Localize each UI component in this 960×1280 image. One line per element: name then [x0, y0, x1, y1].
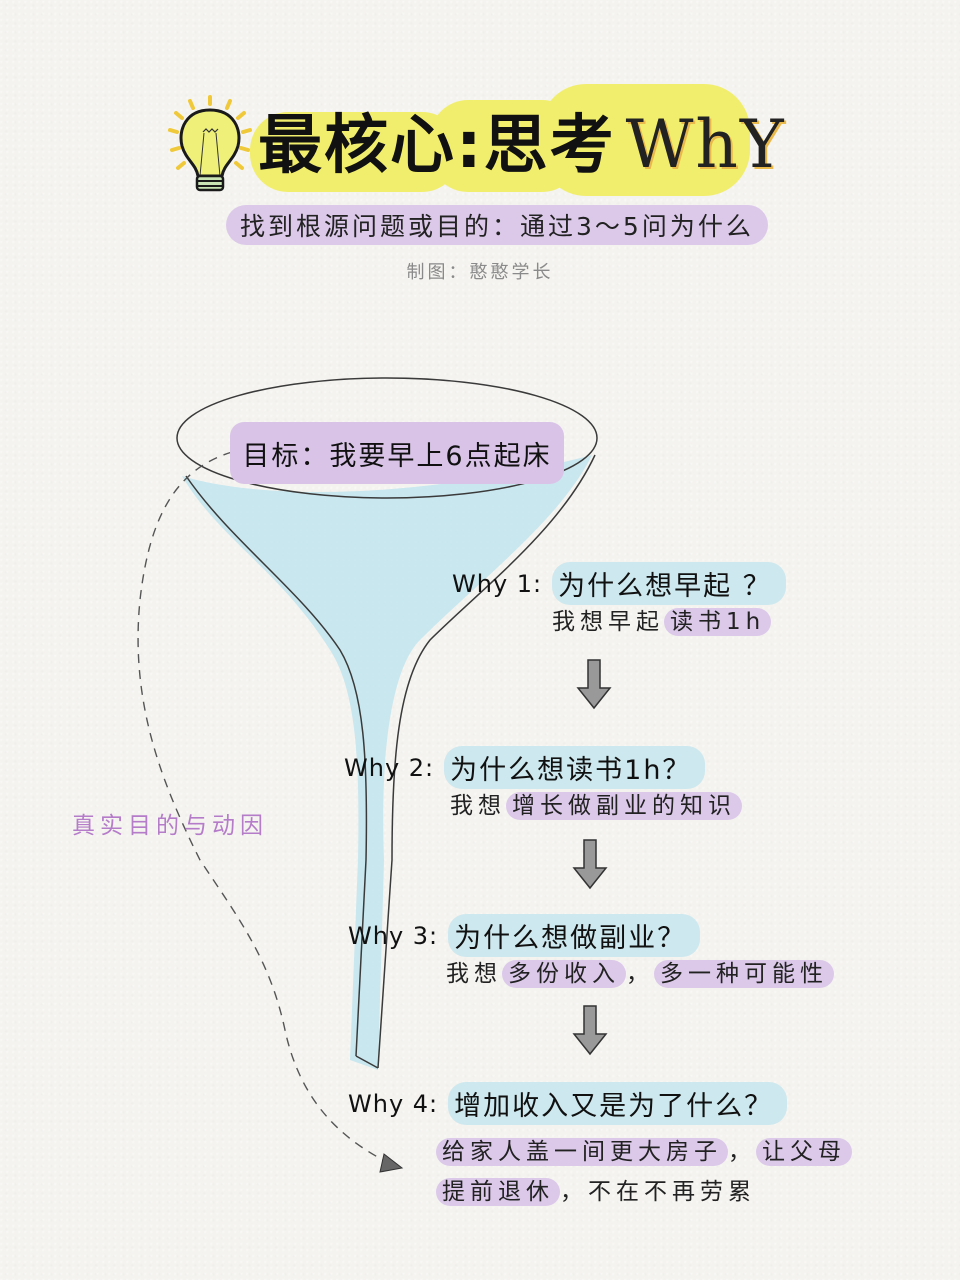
title-highlight	[250, 84, 750, 196]
why-4-question: Why 4: 增加收入又是为了什么？	[348, 1082, 788, 1125]
down-arrow-icon	[572, 1005, 608, 1056]
why-1-question: Why 1: 为什么想早起 ？	[452, 562, 786, 605]
dashed-arrow-head	[379, 1153, 404, 1173]
title-chinese: 最核心:思考	[258, 109, 616, 183]
answer-text: ，	[626, 961, 654, 987]
why-label: Why 3:	[348, 921, 439, 950]
answer-highlight: 多一种可能性	[654, 960, 834, 988]
answer-highlight: 增长做副业的知识	[506, 792, 742, 820]
why-3-question: Why 3: 为什么想做副业？	[348, 914, 701, 957]
answer-text: 我想	[450, 793, 506, 819]
answer-text: 我想	[446, 961, 502, 987]
funnel-outline	[176, 377, 598, 1069]
answer-highlight: 多份收入	[502, 960, 626, 988]
answer-text: ，	[728, 1139, 756, 1165]
down-arrow-icon	[576, 659, 612, 710]
answer-text: ，不在不再劳累	[560, 1179, 756, 1205]
dashed-flow-line	[137, 451, 396, 1167]
why-4-answer-line2: 提前退休，不在不再劳累	[436, 1172, 756, 1206]
why-3-answer: 我想多份收入，多一种可能性	[446, 954, 834, 988]
answer-highlight: 提前退休	[436, 1178, 560, 1206]
why-label: Why 2:	[344, 753, 435, 782]
question-text: 为什么想早起 ？	[552, 562, 786, 605]
goal-label: 目标：我要早上6点起床	[230, 422, 564, 484]
why-label: Why 4:	[348, 1089, 439, 1118]
title-why: WhY	[625, 106, 786, 183]
answer-highlight: 给家人盖一间更大房子	[436, 1138, 728, 1166]
question-text: 增加收入又是为了什么？	[448, 1082, 788, 1125]
why-2-question: Why 2: 为什么想读书1h？	[344, 746, 706, 789]
answer-highlight: 让父母	[756, 1138, 852, 1166]
why-1-answer: 我想早起读书1h	[552, 602, 772, 636]
answer-text: 我想早起	[552, 609, 664, 635]
question-text: 为什么想做副业？	[448, 914, 701, 957]
credit: 制图：憨憨学长	[406, 262, 554, 283]
why-4-answer-line1: 给家人盖一间更大房子，让父母	[436, 1132, 852, 1166]
lightbulb-icon	[168, 95, 252, 192]
answer-highlight: 读书1h	[664, 608, 772, 636]
subtitle: 找到根源问题或目的：通过3～5问为什么	[240, 212, 754, 241]
funnel-fill	[182, 455, 592, 1070]
question-text: 为什么想读书1h？	[444, 746, 706, 789]
why-2-answer: 我想增长做副业的知识	[450, 786, 742, 820]
subtitle-highlight: 找到根源问题或目的：通过3～5问为什么	[226, 205, 768, 245]
side-note: 真实目的与动因	[72, 813, 268, 839]
down-arrow-icon	[572, 839, 608, 890]
why-label: Why 1:	[452, 569, 543, 598]
